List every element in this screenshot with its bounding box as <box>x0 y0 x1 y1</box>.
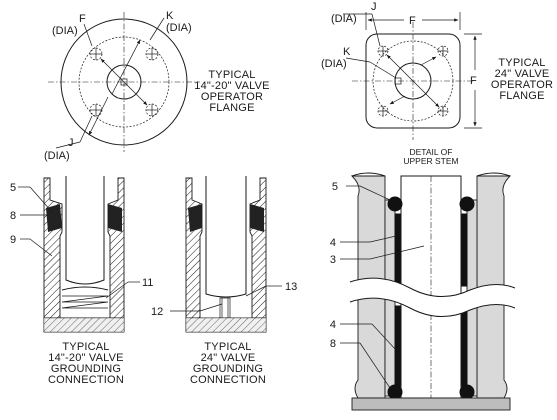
callout-4: 4 <box>330 319 336 331</box>
caption-line: 24" VALVE <box>495 68 550 80</box>
callout-8: 8 <box>330 338 336 350</box>
flange-24-caption: TYPICAL 24" VALVE OPERATOR FLANGE <box>491 57 553 102</box>
callout-5: 5 <box>332 181 338 193</box>
flange-14-20-label-j-dia: (DIA) <box>44 150 70 162</box>
bolt-holes <box>89 47 159 117</box>
caption-line: TYPICAL <box>204 341 251 353</box>
flange-14-20-label-k: K <box>166 10 174 22</box>
flange-14-20-label-k-dia: (DIA) <box>166 22 192 34</box>
callout-4: 4 <box>330 237 336 249</box>
flange-24-label-f-side: F <box>470 75 477 87</box>
caption-line: TYPICAL <box>208 69 255 81</box>
callout-11: 11 <box>142 277 153 289</box>
grounding-14-20-caption: TYPICAL 14"-20" VALVE GROUNDING CONNECTI… <box>48 341 124 386</box>
flange-24-view: J (DIA) K (DIA) F F TYPICAL 24" VALVE OP… <box>321 1 553 140</box>
caption-line: FLANGE <box>499 90 544 102</box>
grounding-24-caption: TYPICAL 24" VALVE GROUNDING CONNECTION <box>190 341 266 386</box>
callout-13: 13 <box>285 281 297 293</box>
callout-12: 12 <box>151 306 163 318</box>
upper-stem-detail-view: DETAIL OF UPPER STEM <box>330 147 516 411</box>
callout-8: 8 <box>10 210 16 222</box>
flange-14-20-label-f: F <box>79 13 86 25</box>
caption-line: OPERATOR <box>201 91 263 103</box>
detail-title-line: DETAIL OF <box>410 147 453 157</box>
detail-title-line: UPPER STEM <box>403 156 458 166</box>
callout-3: 3 <box>330 254 336 266</box>
caption-line: GROUNDING <box>51 363 121 375</box>
flange-14-20-caption: TYPICAL 14"-20" VALVE OPERATOR FLANGE <box>194 69 269 114</box>
grounding-14-20-view: 5 8 9 11 TYPICAL 14"-20" VALVE GROUNDING… <box>10 176 153 386</box>
grounding-24-view: 12 13 TYPICAL 24" VALVE GROUNDING CONNEC… <box>151 176 297 386</box>
caption-line: 24" VALVE <box>201 352 256 364</box>
caption-line: TYPICAL <box>498 57 545 69</box>
flange-24-label-j-dia: (DIA) <box>331 13 357 25</box>
caption-line: 14"-20" VALVE <box>48 352 123 364</box>
caption-line: FLANGE <box>209 102 254 114</box>
flange-24-label-k: K <box>343 46 351 58</box>
caption-line: 14"-20" VALVE <box>194 80 269 92</box>
caption-line: OPERATOR <box>491 79 553 91</box>
flange-14-20-label-f-dia: (DIA) <box>52 25 78 37</box>
caption-line: CONNECTION <box>48 374 124 386</box>
flange-14-20-view: F (DIA) K (DIA) J (DIA) TYPICAL 14"-20" … <box>44 10 270 162</box>
callout-9: 9 <box>10 234 16 246</box>
caption-line: CONNECTION <box>190 374 266 386</box>
flange-24-label-f-top: F <box>409 15 416 27</box>
callout-5: 5 <box>10 182 16 194</box>
flange-14-20-label-j: J <box>68 137 74 149</box>
caption-line: TYPICAL <box>62 341 109 353</box>
caption-line: GROUNDING <box>193 363 263 375</box>
bolt-holes <box>377 45 449 117</box>
flange-24-label-k-dia: (DIA) <box>321 58 347 70</box>
flange-24-label-j: J <box>371 1 377 13</box>
